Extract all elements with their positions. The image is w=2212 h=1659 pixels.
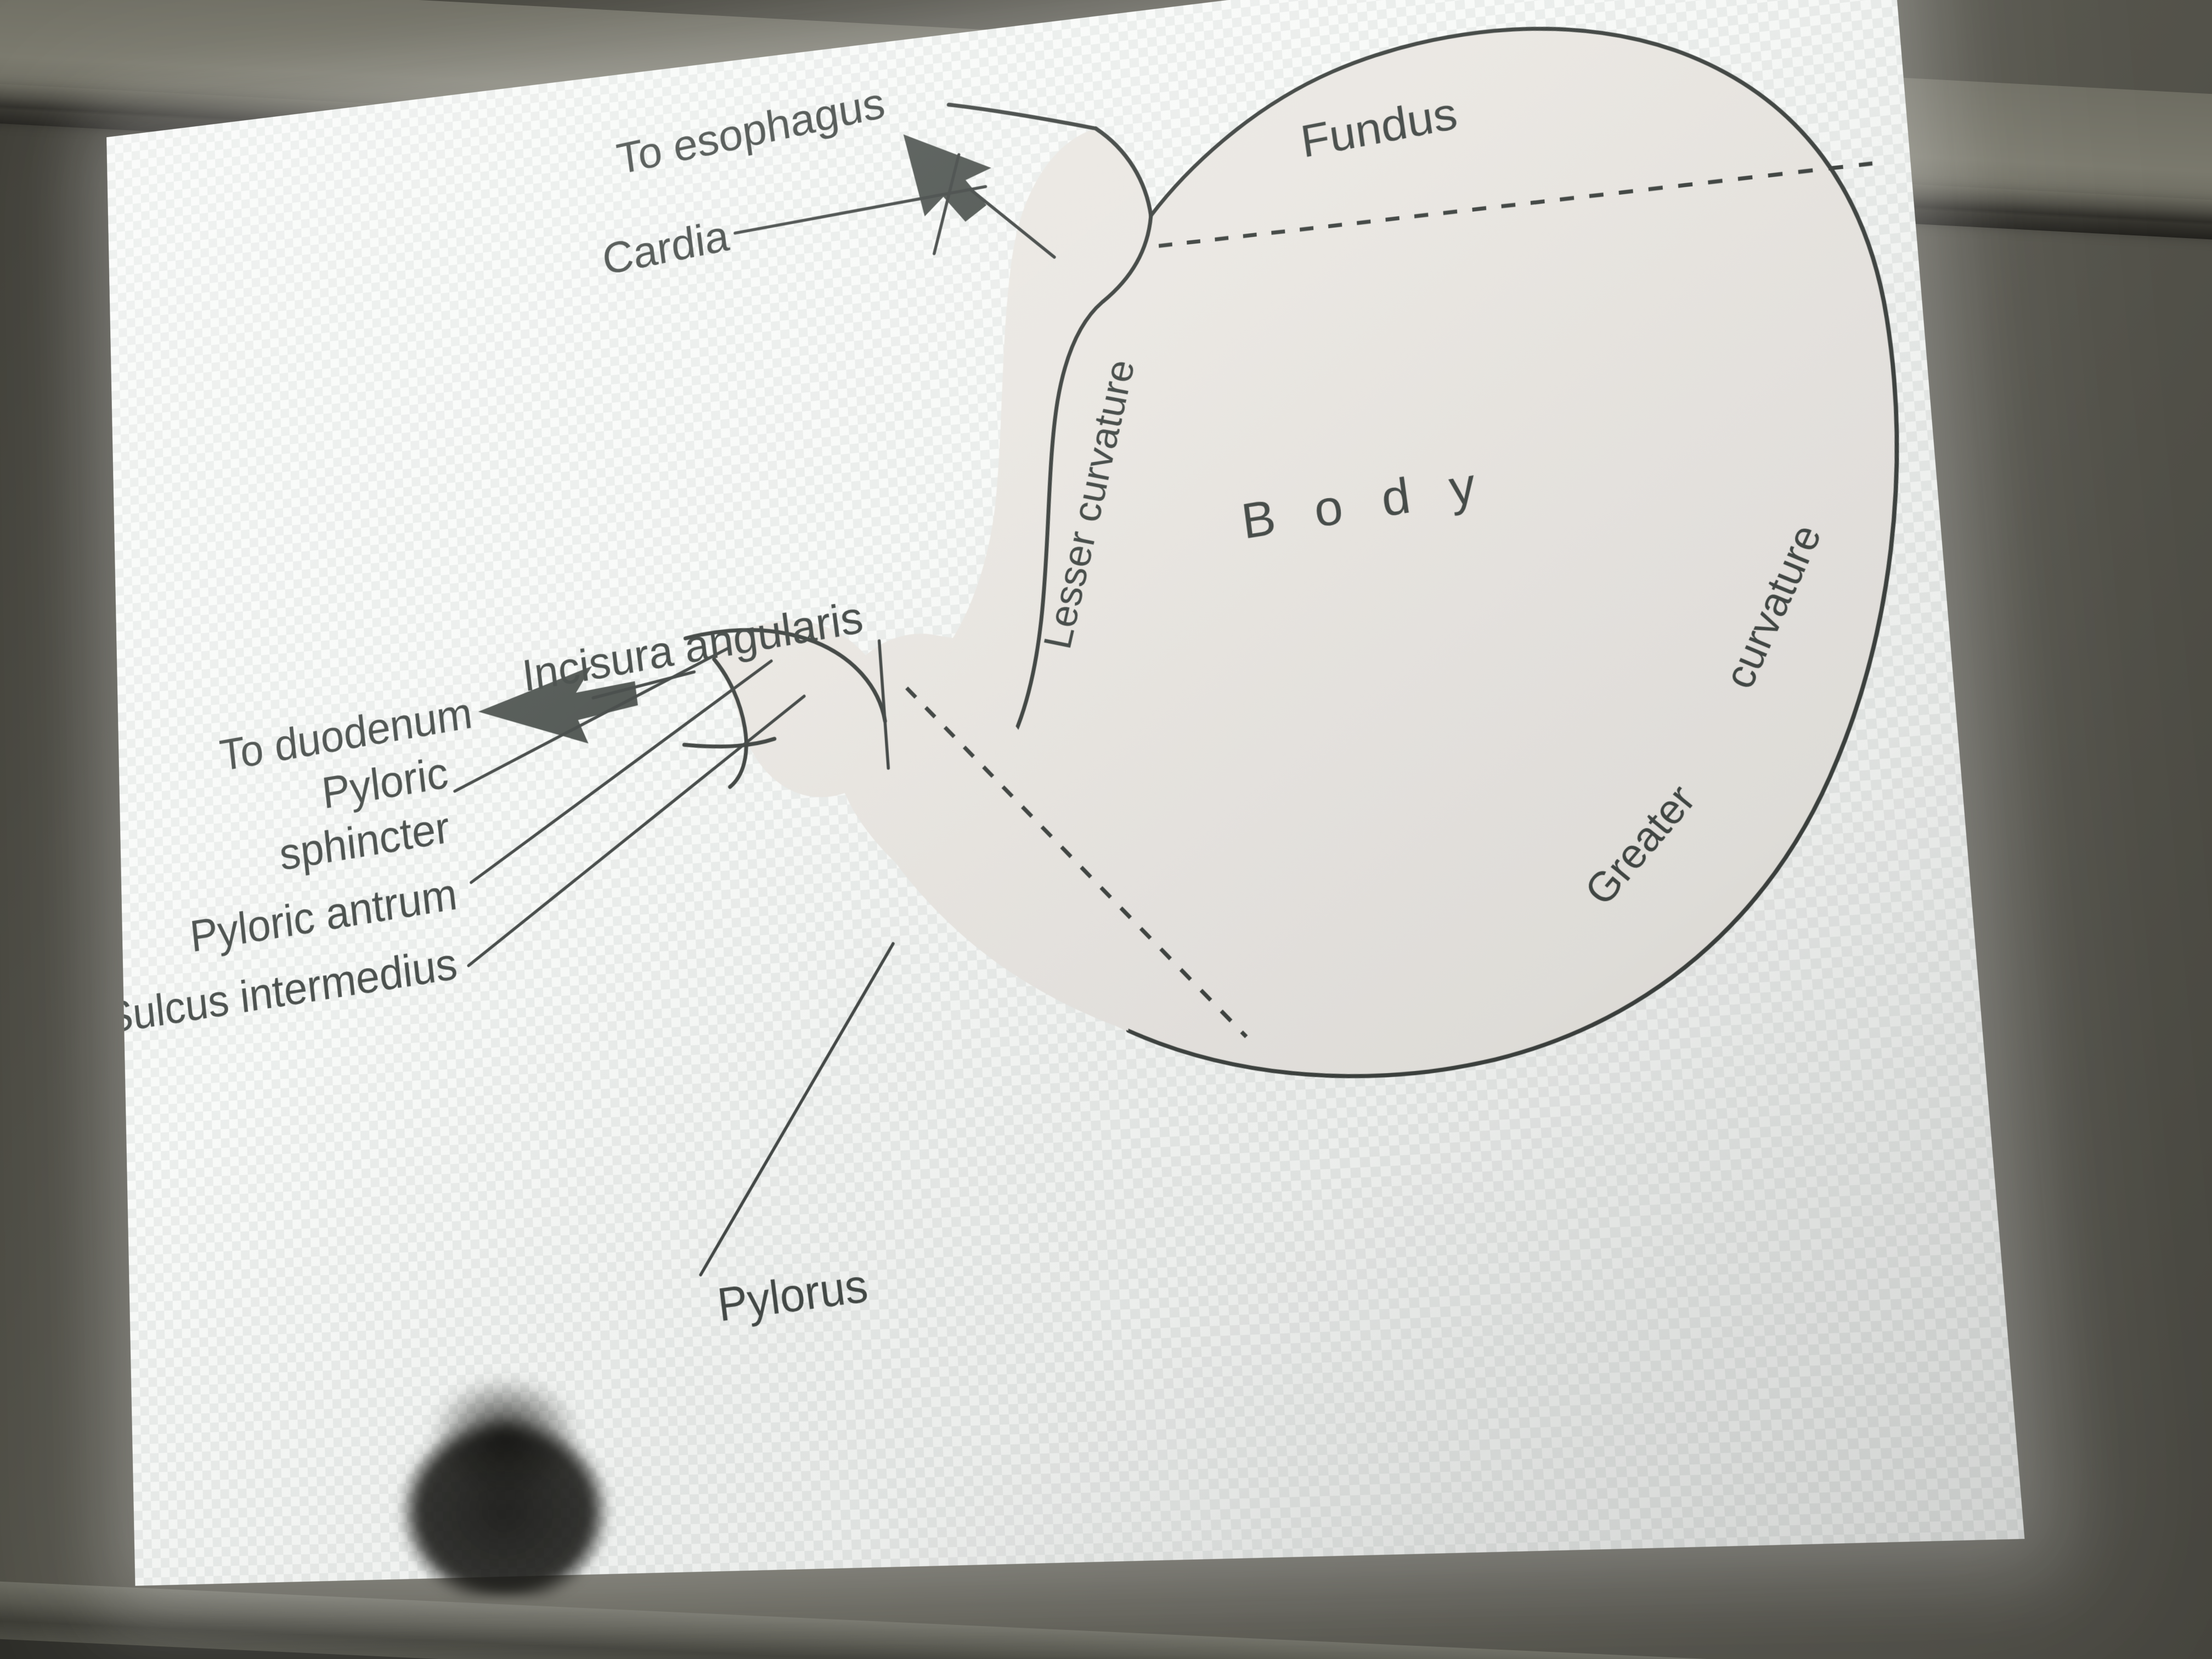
label-pyloric-sphincter-line2: sphincter xyxy=(277,802,452,880)
to-esophagus-arrow xyxy=(903,124,1054,273)
pyloric-sphincter-region xyxy=(680,611,896,805)
stomach-organ xyxy=(803,0,1948,1104)
audience-head-shadow xyxy=(351,1361,658,1596)
stomach-fill xyxy=(803,0,1948,1104)
duodenum-stub-fill xyxy=(713,611,896,805)
esophagus-stub xyxy=(949,88,1096,145)
arrow-head-esophagus xyxy=(903,124,994,228)
stomach-diagram: To esophagus Fundus Cardia B o d y Lesse… xyxy=(106,0,2024,1331)
antrum-fill xyxy=(846,651,1136,1046)
pylorus-leader-line xyxy=(688,944,907,1275)
label-to-esophagus: To esophagus xyxy=(614,78,888,184)
label-sulcus-intermedius: Sulcus intermedius xyxy=(106,938,460,1043)
label-pylorus: Pylorus xyxy=(715,1259,871,1331)
projector-screen: To esophagus Fundus Cardia B o d y Lesse… xyxy=(106,0,2025,1586)
label-cardia: Cardia xyxy=(600,211,731,284)
